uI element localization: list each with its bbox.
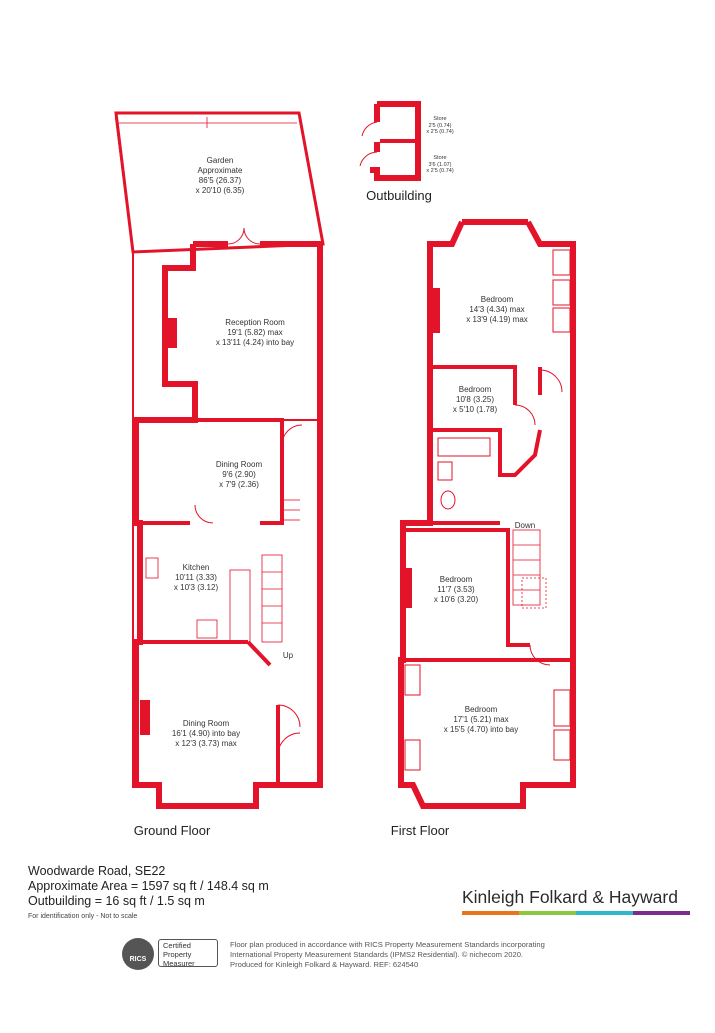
legal-text: Floor plan produced in accordance with R… xyxy=(230,940,545,970)
bed-mid-l1: 11'7 (3.53) xyxy=(437,585,475,594)
floor-plan: Store 2'5 (0.74) x 2'5 (0.74) Store 3'6 … xyxy=(114,101,576,838)
outbuilding-title: Outbuilding xyxy=(366,188,432,203)
badge-line-1: Certified xyxy=(163,941,191,950)
dining-rear-name: Dining Room xyxy=(216,460,263,469)
badge-line-3: Measurer xyxy=(163,959,195,968)
bed-rear-l2: x 13'9 (4.19) max xyxy=(466,315,528,324)
address-block: Woodwarde Road, SE22 Approximate Area = … xyxy=(28,864,269,909)
brand-bar-teal xyxy=(576,911,633,915)
legal-line-1: Floor plan produced in accordance with R… xyxy=(230,940,545,949)
up-label: Up xyxy=(283,651,294,660)
dining-front-name: Dining Room xyxy=(183,719,230,728)
rics-logo-icon: RICS xyxy=(122,938,154,970)
outbuilding-plan: Store 2'5 (0.74) x 2'5 (0.74) Store 3'6 … xyxy=(359,101,454,203)
bed-front-l1: 17'1 (5.21) max xyxy=(453,715,508,724)
brand-name: Kinleigh Folkard & Hayward xyxy=(462,887,678,907)
kitchen-l2: x 10'3 (3.12) xyxy=(174,583,219,592)
store2-dim2: x 2'5 (0.74) xyxy=(426,168,454,174)
outbuilding-area: Outbuilding = 16 sq ft / 1.5 sq m xyxy=(28,894,205,908)
legal-line-3: Produced for Kinleigh Folkard & Hayward.… xyxy=(230,960,419,969)
first-floor-plan: Bedroom 14'3 (4.34) max x 13'9 (4.19) ma… xyxy=(391,219,576,838)
dining-front-l1: 16'1 (4.90) into bay xyxy=(172,729,240,738)
bed-rear-l1: 14'3 (4.34) max xyxy=(469,305,524,314)
identification-note: For identification only - Not to scale xyxy=(28,913,138,920)
garden-name: Garden xyxy=(207,156,234,165)
brand-color-bar xyxy=(462,911,690,915)
approximate-area: Approximate Area = 1597 sq ft / 148.4 sq… xyxy=(28,879,269,893)
legal-line-2: International Property Measurement Stand… xyxy=(230,950,524,959)
bed-mid-name: Bedroom xyxy=(440,575,473,584)
bed-small-name: Bedroom xyxy=(459,385,492,394)
bed-small-l1: 10'8 (3.25) xyxy=(456,395,494,404)
brand-bar-orange xyxy=(462,911,519,915)
garden-l3: x 20'10 (6.35) xyxy=(196,186,245,195)
down-label: Down xyxy=(515,521,535,530)
garden-l2: 86'5 (26.37) xyxy=(199,176,242,185)
garden-l1: Approximate xyxy=(198,166,243,175)
bed-small-l2: x 5'10 (1.78) xyxy=(453,405,498,414)
store1-dim2: x 2'5 (0.74) xyxy=(426,129,454,135)
badge-line-2: Property xyxy=(163,950,192,959)
ground-floor-plan: Garden Approximate 86'5 (26.37) x 20'10 … xyxy=(114,111,325,838)
address-street: Woodwarde Road, SE22 xyxy=(28,864,166,878)
bed-front-name: Bedroom xyxy=(465,705,498,714)
bed-mid-l2: x 10'6 (3.20) xyxy=(434,595,479,604)
store2-dim1: 3'6 (1.07) xyxy=(428,162,451,168)
store1-name: Store xyxy=(433,116,446,122)
ground-floor-title: Ground Floor xyxy=(134,823,211,838)
reception-l1: 19'1 (5.82) max xyxy=(227,328,282,337)
rics-certified-badge: Certified Property Measurer xyxy=(158,939,218,968)
dining-front-l2: x 12'3 (3.73) max xyxy=(175,739,237,748)
dining-rear-l1: 9'6 (2.90) xyxy=(222,470,256,479)
bed-front-l2: x 15'5 (4.70) into bay xyxy=(444,725,518,734)
rics-logo: RICS Certified Property Measurer xyxy=(122,938,222,970)
kitchen-name: Kitchen xyxy=(183,563,210,572)
store1-dim1: 2'5 (0.74) xyxy=(428,123,451,129)
reception-l2: x 13'11 (4.24) into bay xyxy=(216,338,294,347)
brand-bar-purple xyxy=(633,911,690,915)
brand-bar-green xyxy=(519,911,576,915)
dining-rear-l2: x 7'9 (2.36) xyxy=(219,480,259,489)
reception-name: Reception Room xyxy=(225,318,285,327)
store2-name: Store xyxy=(433,155,446,161)
first-floor-title: First Floor xyxy=(391,823,450,838)
kitchen-l1: 10'11 (3.33) xyxy=(175,573,217,582)
bed-rear-name: Bedroom xyxy=(481,295,514,304)
